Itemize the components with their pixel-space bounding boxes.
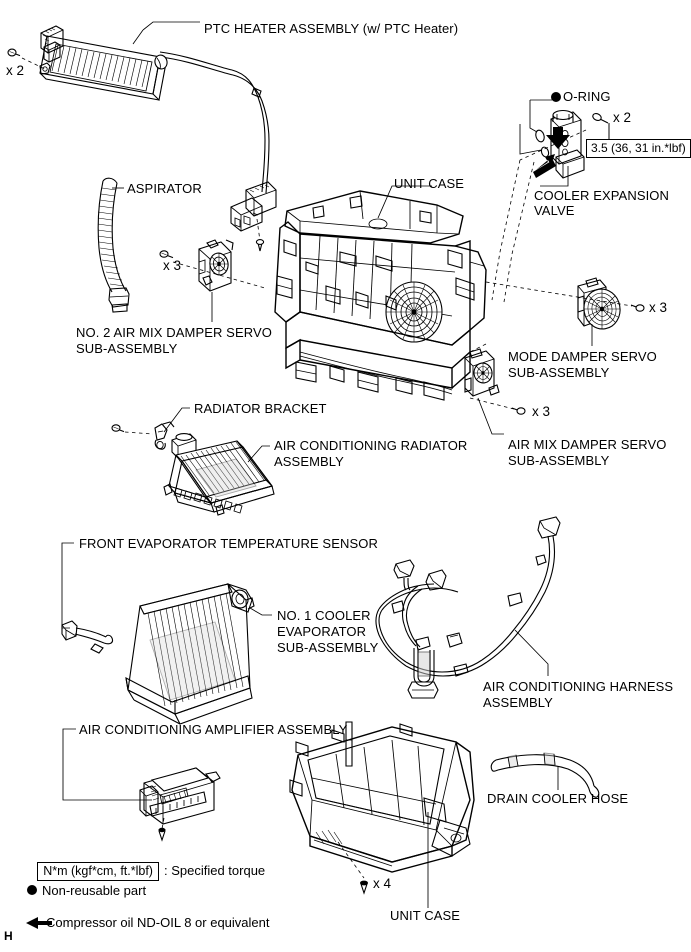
front-evaporator-temperature-sensor-drawing bbox=[61, 620, 114, 654]
ac-amplifier-assembly-drawing bbox=[139, 767, 221, 842]
ptc-connector-bolt bbox=[255, 239, 265, 252]
page-corner-mark: H bbox=[4, 929, 13, 943]
label-no1-cooler-evap-line3: SUB-ASSEMBLY bbox=[277, 640, 379, 655]
qty-mode-servo-screws: x 3 bbox=[649, 300, 668, 315]
label-no1-cooler-evap-line1: NO. 1 COOLER bbox=[277, 608, 371, 623]
leader-lines bbox=[61, 21, 610, 908]
qty-air-mix-servo-screws: x 3 bbox=[532, 404, 551, 419]
label-ac-harness-line1: AIR CONDITIONING HARNESS bbox=[483, 679, 674, 694]
label-air-mix-servo-line1: AIR MIX DAMPER SERVO bbox=[508, 437, 667, 452]
label-cooler-expansion-valve-line2: VALVE bbox=[534, 203, 575, 218]
label-ac-harness-line2: ASSEMBLY bbox=[483, 695, 553, 710]
legend-compressor-oil: Compressor oil ND-OIL 8 or equivalent bbox=[46, 915, 270, 930]
ptc-bolt bbox=[7, 48, 21, 57]
label-ac-radiator-line1: AIR CONDITIONING RADIATOR bbox=[274, 438, 468, 453]
mode-damper-servo-drawing bbox=[485, 277, 645, 330]
legend-non-reusable: Non-reusable part bbox=[42, 883, 147, 898]
ptc-heater-assembly-drawing bbox=[7, 25, 167, 102]
no1-cooler-evaporator-drawing bbox=[125, 583, 255, 725]
ac-harness-assembly-drawing bbox=[375, 516, 561, 699]
qty-ptc-bolts: x 2 bbox=[6, 63, 25, 78]
legend-torque-meaning: : Specified torque bbox=[163, 863, 266, 878]
label-front-evap-temp-sensor: FRONT EVAPORATOR TEMPERATURE SENSOR bbox=[79, 536, 378, 551]
label-unit-case-bottom: UNIT CASE bbox=[390, 908, 461, 923]
label-drain-cooler-hose: DRAIN COOLER HOSE bbox=[487, 791, 629, 806]
label-no2-air-mix-servo-line2: SUB-ASSEMBLY bbox=[76, 341, 178, 356]
label-unit-case-top: UNIT CASE bbox=[394, 176, 465, 191]
torque-spec-expansion-valve: 3.5 (36, 31 in.*lbf) bbox=[586, 139, 691, 158]
legend-torque-symbol: N*m (kgf*cm, ft.*lbf) bbox=[37, 862, 159, 881]
ptc-connector bbox=[230, 181, 277, 252]
no2-air-mix-damper-servo-drawing bbox=[159, 239, 266, 292]
qty-expansion-valve-bolts: x 2 bbox=[613, 110, 632, 125]
label-radiator-bracket: RADIATOR BRACKET bbox=[194, 401, 327, 416]
air-mix-damper-servo-drawing bbox=[464, 343, 526, 415]
label-air-mix-servo-line2: SUB-ASSEMBLY bbox=[508, 453, 610, 468]
label-mode-damper-servo-line1: MODE DAMPER SERVO bbox=[508, 349, 657, 364]
label-o-ring: O-RING bbox=[563, 89, 611, 104]
label-ac-radiator-line2: ASSEMBLY bbox=[274, 454, 344, 469]
unit-case-bottom-drawing bbox=[289, 721, 475, 895]
label-aspirator: ASPIRATOR bbox=[127, 181, 202, 196]
blower-wheel bbox=[385, 281, 443, 343]
ac-radiator-assembly-drawing bbox=[163, 433, 275, 516]
unit-case-main-drawing bbox=[274, 190, 487, 401]
drain-cooler-hose-drawing bbox=[490, 752, 600, 798]
aspirator-drawing bbox=[97, 177, 130, 313]
legend-symbols bbox=[26, 92, 561, 929]
qty-unit-case-bolts: x 4 bbox=[373, 876, 392, 891]
label-mode-damper-servo-line2: SUB-ASSEMBLY bbox=[508, 365, 610, 380]
label-no2-air-mix-servo-line1: NO. 2 AIR MIX DAMPER SERVO bbox=[76, 325, 272, 340]
label-ptc-heater-assembly: PTC HEATER ASSEMBLY (w/ PTC Heater) bbox=[204, 21, 459, 36]
legend-torque: N*m (kgf*cm, ft.*lbf) : Specified torque bbox=[30, 847, 265, 881]
qty-no2-servo-screws: x 3 bbox=[163, 258, 182, 273]
radiator-bracket-drawing bbox=[111, 421, 175, 450]
label-no1-cooler-evap-line2: EVAPORATOR bbox=[277, 624, 367, 639]
label-cooler-expansion-valve-line1: COOLER EXPANSION bbox=[534, 188, 670, 203]
ptc-heater-wire bbox=[154, 51, 270, 194]
no2-servo-screw bbox=[159, 250, 174, 259]
cooler-expansion-valve-drawing bbox=[491, 100, 610, 303]
label-ac-amplifier: AIR CONDITIONING AMPLIFIER ASSEMBLY bbox=[79, 722, 348, 737]
